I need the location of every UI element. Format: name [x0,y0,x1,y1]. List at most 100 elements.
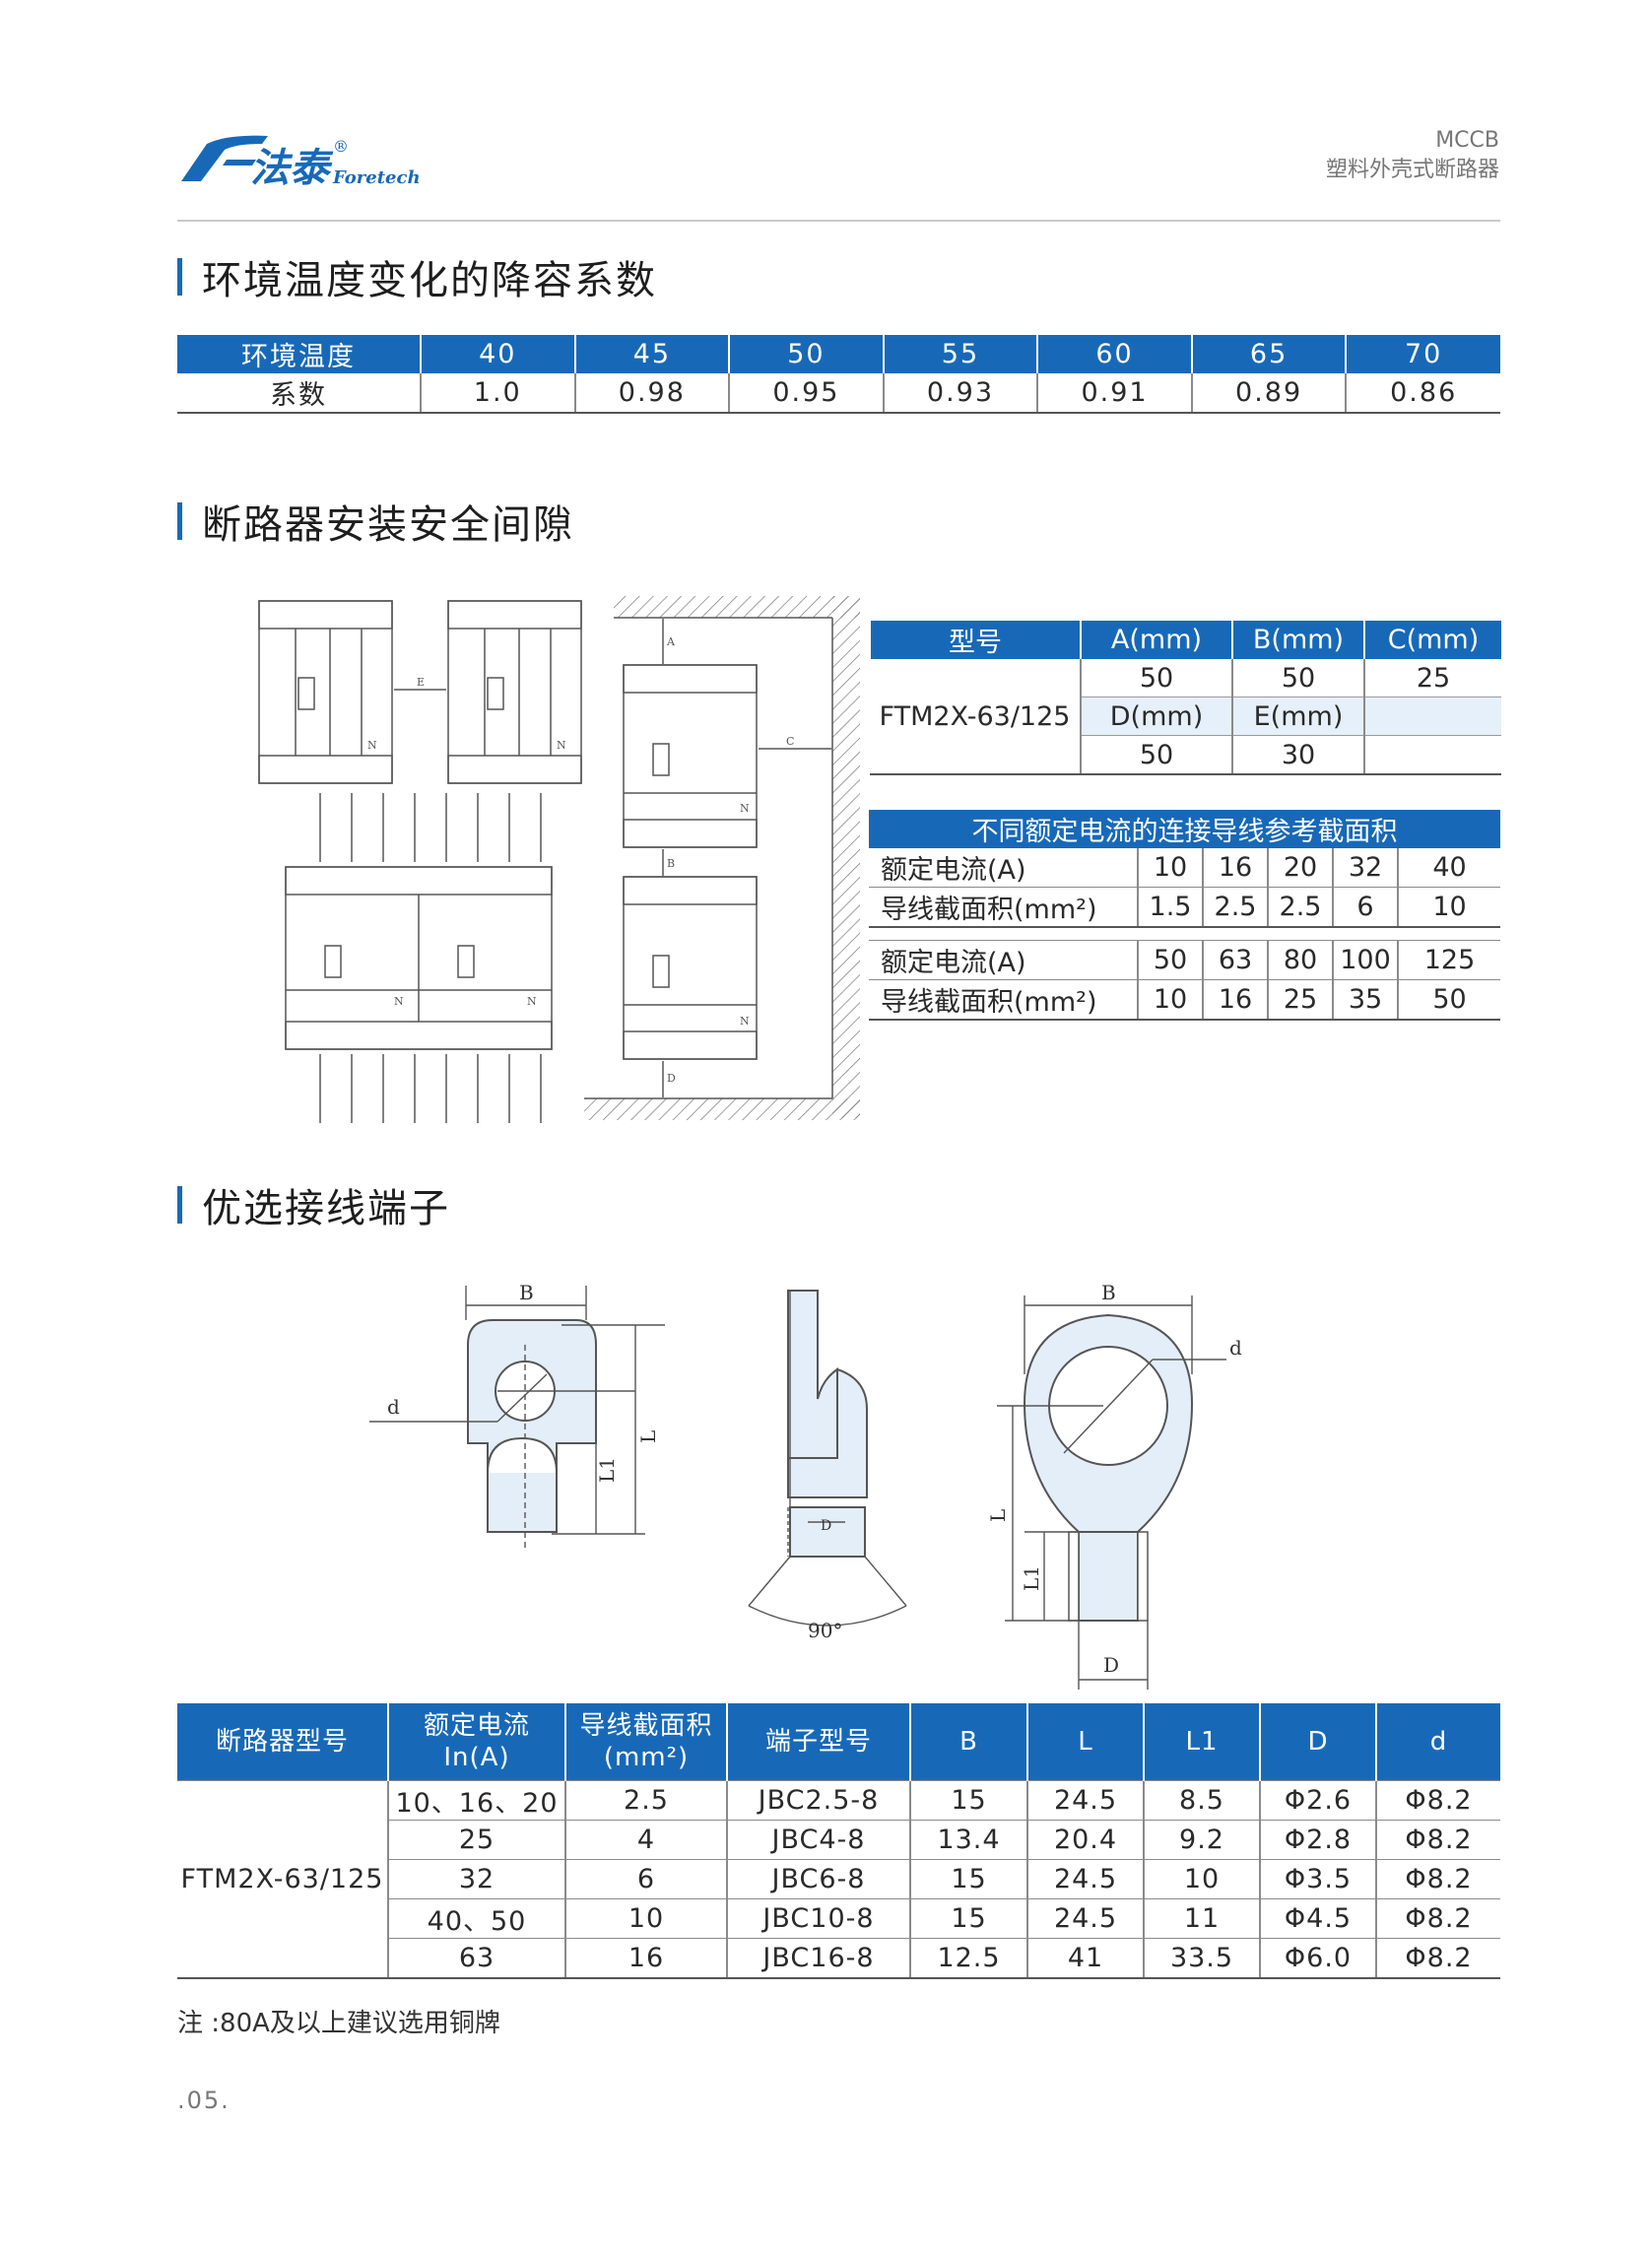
cell: 2.5 [564,1780,727,1821]
col-a: A(mm) [1080,621,1232,659]
cell: 41 [1026,1938,1144,1979]
wire-section-table: 不同额定电流的连接导线参考截面积 额定电流(A) 10 16 20 32 40 … [869,810,1500,1021]
terminal-row: FTM2X-63/125 10、16、20 2.5 JBC2.5-8 15 24… [177,1780,1500,1979]
current-cell: 16 [1202,848,1268,888]
dim-label-l: L [986,1509,1010,1522]
area-cell: 35 [1332,979,1398,1021]
dim-label-l1: L1 [595,1457,619,1483]
current-cell: 100 [1332,940,1398,980]
cell: 8.5 [1143,1780,1260,1821]
section-marker [177,1186,182,1224]
col-d: D [1259,1703,1376,1781]
wire-row: 额定电流(A) 10 16 20 32 40 [869,848,1500,888]
derating-header-row: 环境温度 40 45 50 55 60 65 70 [177,335,1500,373]
cell: Φ4.5 [1259,1898,1376,1939]
clearance-header-row: 型号 A(mm) B(mm) C(mm) [869,621,1501,659]
model-cell: FTM2X-63/125 [177,1780,388,1979]
cell: Φ8.2 [1375,1780,1500,1821]
terminal-row: 63 16 JBC16-8 12.5 41 33.5 Φ6.0 Φ8.2 [177,1938,1500,1979]
factor-cell: 0.95 [728,373,884,414]
terminal-row: 25 4 JBC4-8 13.4 20.4 9.2 Φ2.8 Φ8.2 [177,1820,1500,1860]
current-cell: 125 [1397,940,1500,980]
model-cell: FTM2X-63/125 [870,659,1081,775]
cell: Φ3.5 [1259,1859,1376,1899]
cell: 40、50 [387,1898,565,1939]
col-breaker-model: 断路器型号 [177,1703,388,1781]
clearance-row: 50 30 [870,735,1501,775]
section-title-clearance: 断路器安装安全间隙 [177,495,574,548]
cell: Φ8.2 [1375,1859,1500,1899]
header-product: MCCB 塑料外壳式断路器 [1326,126,1499,185]
cell: Φ2.6 [1259,1780,1376,1821]
value-cell: 50 [1080,735,1232,775]
col-terminal-model: 端子型号 [726,1703,910,1781]
factor-label: 系数 [177,373,421,414]
col-b: B(mm) [1231,621,1364,659]
value-cell: 50 [1080,659,1232,697]
area-cell: 50 [1397,979,1500,1021]
cell: 11 [1143,1898,1260,1939]
current-cell: 50 [1137,940,1203,980]
current-label: 额定电流(A) [869,848,1138,888]
col-l1: L1 [1143,1703,1260,1781]
product-name: 塑料外壳式断路器 [1325,158,1499,182]
cell: 15 [909,1898,1027,1939]
cell: 16 [564,1938,727,1979]
neutral-label: N [367,739,377,752]
empty-cell [1363,735,1501,775]
dim-label-b: B [667,857,675,870]
area-cell: 1.5 [1137,887,1203,928]
wall-clearance-drawing: A B C D N N [584,596,860,1120]
fork-terminal-drawing: B d L1 L [369,1281,665,1552]
col-model: 型号 [869,621,1081,659]
wire-row: 导线截面积(mm²) 10 16 25 35 50 [869,979,1500,1021]
clearance-table: 型号 A(mm) B(mm) C(mm) FTM2X-63/125 50 50 … [869,621,1501,775]
cell: 15 [909,1859,1027,1899]
value-cell: 25 [1363,659,1501,697]
cell: 6 [564,1859,727,1899]
temp-cell: 65 [1190,335,1347,373]
product-code: MCCB [1435,128,1499,153]
cell: 33.5 [1143,1938,1260,1979]
current-cell: 80 [1267,940,1333,980]
foretech-logo: 法泰 Foretech ® [177,130,433,191]
temp-cell: 45 [573,335,730,373]
cell: 24.5 [1026,1859,1144,1899]
temp-cell: 50 [728,335,884,373]
area-label: 导线截面积(mm²) [869,979,1138,1021]
section-marker [177,258,182,296]
breaker-spacing-drawing: E N N N N [258,600,582,1123]
factor-cell: 1.0 [420,373,575,414]
terminal-header-row: 断路器型号 额定电流 In(A) 导线截面积 (mm²) 端子型号 B L L1… [177,1703,1500,1781]
current-cell: 32 [1332,848,1398,888]
cell: 15 [909,1780,1027,1821]
current-cell: 63 [1202,940,1268,980]
factor-cell: 0.89 [1190,373,1347,414]
terminal-row: 40、50 10 JBC10-8 15 24.5 11 Φ4.5 Φ8.2 [177,1898,1500,1939]
cell: 32 [387,1859,565,1899]
cell: 10 [564,1898,727,1939]
brand-cn: 法泰 [250,145,334,189]
temp-cell: 60 [1036,335,1192,373]
dim-label-d: D [821,1518,831,1534]
cell: Φ8.2 [1375,1938,1500,1979]
area-cell: 16 [1202,979,1268,1021]
wire-title: 不同额定电流的连接导线参考截面积 [869,810,1500,848]
cell: Φ6.0 [1259,1938,1376,1979]
clearance-row: FTM2X-63/125 50 50 25 [870,659,1501,775]
col-d-small: d [1375,1703,1500,1781]
cell: 9.2 [1143,1820,1260,1860]
dim-label-b: B [519,1281,534,1304]
area-cell: 10 [1137,979,1203,1021]
wire-title-row: 不同额定电流的连接导线参考截面积 [869,810,1500,848]
area-cell: 2.5 [1202,887,1268,928]
cell: 12.5 [909,1938,1027,1979]
cell: 4 [564,1820,727,1860]
col-b: B [909,1703,1027,1781]
dim-label-c: C [786,735,794,748]
area-cell: 25 [1267,979,1333,1021]
dim-label-d: D [667,1072,676,1085]
footnote: 注 :80A及以上建议选用铜牌 [177,2009,500,2038]
section-title-text: 优选接线端子 [202,1186,450,1231]
brand-en: Foretech [332,167,421,188]
